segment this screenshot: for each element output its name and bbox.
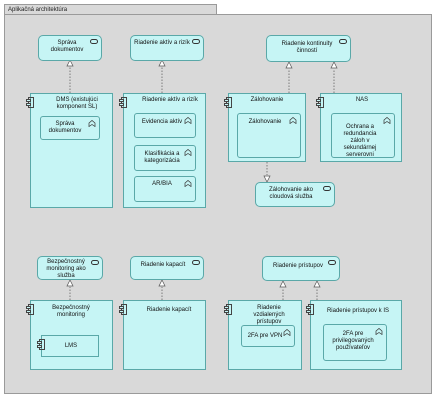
group-tab[interactable]: Aplikačná architektúra [4,4,217,15]
component-pristupy-is[interactable]: Riadenie prístupov k IS 2FA pre privileg… [310,300,402,370]
service-bezp-monitoring[interactable]: Bezpečnostný monitoring ako služba [37,256,103,280]
function-ar-bia[interactable]: AR/BIA [134,176,196,202]
component-label: Zálohovanie [250,97,284,103]
function-icon [283,329,291,336]
service-sprava-dokumentov[interactable]: Správa dokumentov [38,35,102,61]
subcomponent-lms[interactable]: LMS [41,335,99,357]
function-label: Evidencia aktív [141,119,183,125]
component-icon [224,304,232,315]
function-2fa-vpn[interactable]: 2FA pre VPN [241,325,295,347]
component-dms[interactable]: DMS (existujúci komponent SL) Správa dok… [30,93,113,208]
function-label: 2FA pre VPN [247,333,283,339]
component-label: Riadenie vzdialených prístupov [253,305,285,325]
component-icon [26,304,34,315]
service-kontinuita[interactable]: Riadenie kontinuity činností [266,35,351,62]
function-label: 2FA pre privilegovaných používateľov [332,331,374,351]
function-icon [289,117,297,124]
component-label: NAS [355,97,369,103]
service-riadenie-pristupov[interactable]: Riadenie prístupov [262,256,340,281]
function-icon [184,149,192,156]
service-icon [323,186,331,191]
function-ochrana-nas[interactable]: Ochrana a redundancia záloh v sekundárne… [331,113,395,158]
component-label: Riadenie prístupov k IS [326,308,390,314]
arrowhead [330,61,338,69]
arrowhead [313,280,321,288]
component-icon [119,97,127,108]
component-icon [119,304,127,315]
function-klasifikacia[interactable]: Klasifikácia a kategorizácia [134,145,196,171]
service-icon [339,39,347,44]
group-title: Aplikačná architektúra [8,7,68,13]
function-icon [383,117,391,124]
component-label: Riadenie aktív a rizík [142,97,198,103]
arrowhead [263,175,271,183]
function-icon [184,180,192,187]
component-icon [37,339,45,350]
component-icon [224,97,232,108]
function-label: Klasifikácia a kategorizácia [144,151,180,164]
service-riadenie-kapacit[interactable]: Riadenie kapacít [130,256,204,280]
service-label: Riadenie aktív a rizík [134,40,190,46]
component-icon [306,304,314,315]
arrowhead [158,59,166,67]
service-zalohovanie-cloud[interactable]: Zálohovanie ako cloudová služba [255,182,335,207]
component-label: DMS (existujúci komponent SL) [56,97,98,110]
arrowhead [66,59,74,67]
service-icon [90,39,98,44]
component-label: Bezpečnostný monitoring [52,305,90,318]
arrowhead [158,279,166,287]
function-zalohovanie[interactable]: Zálohovanie [237,113,301,158]
function-label: AR/BIA [152,181,172,187]
component-bezp-monitoring[interactable]: Bezpečnostný monitoring LMS [30,300,113,370]
component-riadenie-kapacit[interactable]: Riadenie kapacít [123,300,206,370]
arrowhead [279,280,287,288]
component-zalohovanie[interactable]: Zálohovanie Zálohovanie [228,93,306,162]
arrowhead [66,279,74,287]
service-label: Správa dokumentov [50,40,84,53]
subcomponent-label: LMS [64,343,78,349]
component-icon [26,97,34,108]
function-label: Zálohovanie [248,119,282,125]
function-evidencia-aktiv[interactable]: Evidencia aktív [134,113,196,138]
component-riadenie-aktiv[interactable]: Riadenie aktív a rizík Evidencia aktív K… [123,93,206,208]
arrowhead [285,61,293,69]
service-icon [91,260,99,265]
function-label: Ochrana a redundancia záloh v sekundárne… [343,124,377,158]
service-icon [328,260,336,265]
service-riadenie-aktiv[interactable]: Riadenie aktív a rizík [130,35,204,61]
service-label: Bezpečnostný monitoring ako služba [46,259,86,279]
service-icon [192,39,200,44]
component-vzdialene-pristupy[interactable]: Riadenie vzdialených prístupov 2FA pre V… [228,300,302,370]
function-2fa-priv[interactable]: 2FA pre privilegovaných používateľov [323,324,387,361]
service-label: Riadenie prístupov [272,263,324,269]
function-icon [184,117,192,124]
component-nas[interactable]: NAS Ochrana a redundancia záloh v sekund… [320,93,402,162]
component-icon [316,97,324,108]
function-label: Správa dokumentov [48,121,82,134]
function-icon [375,328,383,335]
service-label: Zálohovanie ako cloudová služba [268,187,314,200]
component-label: Riadenie kapacít [146,307,192,313]
service-label: Riadenie kontinuity činností [281,41,333,54]
service-icon [192,260,200,265]
function-icon [88,120,96,127]
function-sprava-dokumentov[interactable]: Správa dokumentov [40,116,100,140]
service-label: Riadenie kapacít [140,262,186,268]
